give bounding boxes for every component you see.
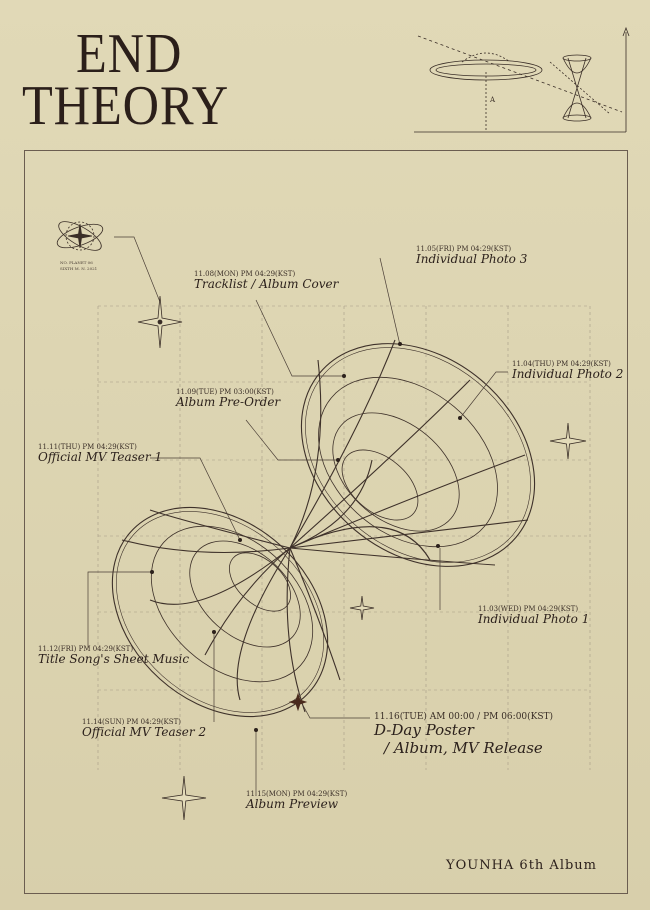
footer-album-label: YOUNHA 6th Album <box>446 858 597 873</box>
leader-lines <box>87 236 508 795</box>
planet-note: NO. PLANET 06 SIXTH M. N. 2021 <box>60 260 120 271</box>
event-sheet-music: 11.12(FRI) PM 04:29(KST) Title Song's Sh… <box>38 645 189 667</box>
event-markers <box>150 342 462 732</box>
event-name: Official MV Teaser 2 <box>82 725 207 740</box>
event-mv-teaser-1: 11.11(THU) PM 04:29(KST) Official MV Tea… <box>38 443 162 465</box>
event-date: 11.12(FRI) PM 04:29(KST) <box>38 645 134 653</box>
sparkle-icon <box>349 595 375 621</box>
axis-arrow-icon <box>622 26 630 37</box>
hourglass-diagonal <box>549 61 611 115</box>
event-photo-1: 11.03(WED) PM 04:29(KST) Individual Phot… <box>478 605 589 627</box>
event-name: Individual Photo 1 <box>478 612 590 627</box>
sparkle-icon <box>161 775 207 821</box>
event-date: 11.09(TUE) PM 03:00(KST) <box>176 388 274 396</box>
event-pre-order: 11.09(TUE) PM 03:00(KST) Album Pre-Order <box>176 388 280 410</box>
sparkle-icon <box>549 422 587 460</box>
planet-note-line: NO. PLANET 06 <box>60 260 93 265</box>
lower-funnel <box>111 506 341 718</box>
hourglass-cross <box>567 57 587 119</box>
event-name: Album Preview <box>246 797 339 812</box>
event-name: Tracklist / Album Cover <box>194 277 339 292</box>
event-name-secondary: / Album, MV Release <box>384 738 543 757</box>
event-tracklist: 11.08(MON) PM 04:29(KST) Tracklist / Alb… <box>194 270 338 292</box>
event-name: Title Song's Sheet Music <box>38 652 190 667</box>
event-name: D-Day Poster <box>374 721 474 740</box>
ring-arc <box>461 52 511 63</box>
event-name: Album Pre-Order <box>176 395 281 410</box>
content-frame <box>24 150 628 894</box>
event-photo-2: 11.04(THU) PM 04:29(KST) Individual Phot… <box>512 360 623 382</box>
sparkle-icon <box>137 295 183 349</box>
event-photo-3: 11.05(FRI) PM 04:29(KST) Individual Phot… <box>416 245 527 267</box>
event-name: Individual Photo 3 <box>416 252 528 267</box>
diagram-label: A <box>489 96 496 104</box>
event-date: 11.15(MON) PM 04:29(KST) <box>246 790 348 798</box>
event-date: 11.14(SUN) PM 04:29(KST) <box>82 718 181 726</box>
planet-emblem-icon <box>56 221 104 251</box>
event-name: Individual Photo 2 <box>512 367 624 382</box>
event-date: 11.08(MON) PM 04:29(KST) <box>194 270 296 278</box>
event-date: 11.03(WED) PM 04:29(KST) <box>478 605 579 613</box>
hourglass-outline <box>562 57 592 119</box>
title-line-2: THEORY <box>22 75 229 137</box>
event-album-preview: 11.15(MON) PM 04:29(KST) Album Preview <box>246 790 347 812</box>
event-name: Official MV Teaser 1 <box>38 450 163 465</box>
event-date: 11.04(THU) PM 04:29(KST) <box>512 360 611 368</box>
event-d-day: 11.16(TUE) AM 00:00 / PM 06:00(KST) D-Da… <box>374 712 553 757</box>
title-line-1: END <box>76 23 183 85</box>
hourglass-diagram: A <box>414 26 630 133</box>
event-date: 11.16(TUE) AM 00:00 / PM 06:00(KST) <box>374 712 554 722</box>
star-icon <box>288 692 308 712</box>
event-mv-teaser-2: 11.14(SUN) PM 04:29(KST) Official MV Tea… <box>82 718 206 740</box>
event-date: 11.11(THU) PM 04:29(KST) <box>38 443 137 451</box>
upper-funnel <box>289 339 536 567</box>
planet-note-line: SIXTH M. N. 2021 <box>60 265 98 271</box>
event-date: 11.05(FRI) PM 04:29(KST) <box>416 245 512 253</box>
